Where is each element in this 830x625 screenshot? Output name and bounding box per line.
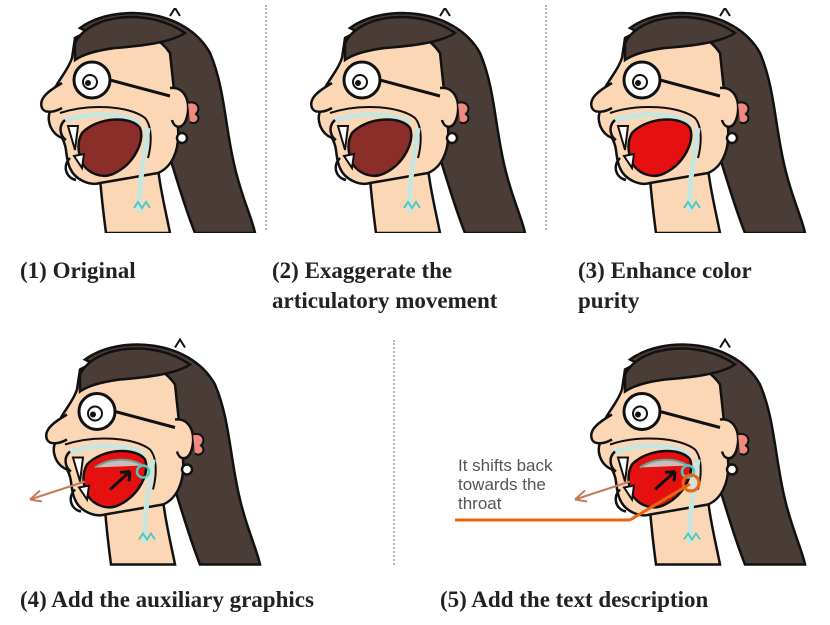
head-cross-section-icon	[309, 8, 527, 233]
caption-4-line-1: (4) Add the auxiliary graphics	[20, 587, 314, 612]
caption-1-line-1: (1) Original	[20, 258, 136, 283]
pointer-line	[455, 473, 701, 522]
caption-2-line-2: articulatory movement	[272, 288, 498, 313]
divider-top-left	[265, 5, 267, 230]
caption-4: (4) Add the auxiliary graphics	[20, 585, 314, 615]
annotation-text: It shifts back towards the throat	[458, 456, 552, 513]
caption-3-line-2: purity	[578, 288, 640, 313]
caption-1: (1) Original	[20, 256, 136, 286]
annotation-line-1: It shifts back	[458, 456, 553, 475]
head-cross-section-icon	[39, 8, 257, 233]
head-cross-section-icon	[29, 337, 262, 566]
caption-3-line-1: (3) Enhance color	[578, 258, 752, 283]
divider-top-right	[545, 5, 547, 230]
caption-2-line-1: (2) Exaggerate the	[272, 258, 453, 283]
divider-bottom	[393, 340, 395, 565]
caption-5-line-1: (5) Add the text description	[440, 587, 709, 612]
caption-3: (3) Enhance color purity	[578, 256, 752, 316]
annotation-line-3: throat	[458, 494, 502, 513]
head-cross-section-icon	[589, 8, 807, 233]
head-cross-section-icon	[574, 337, 807, 566]
annotation-line-2: towards the	[458, 475, 546, 494]
caption-2: (2) Exaggerate the articulatory movement	[272, 256, 497, 316]
caption-5: (5) Add the text description	[440, 585, 708, 615]
